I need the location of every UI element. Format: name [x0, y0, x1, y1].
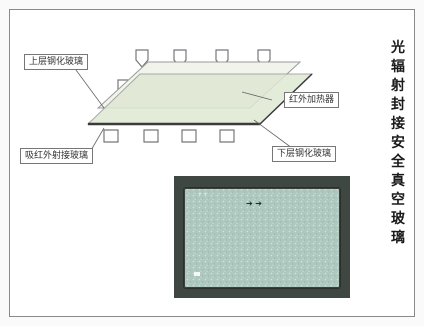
glass-assembly	[86, 61, 314, 126]
title-char: 璃	[391, 230, 405, 246]
ir-absorbing-glass-label: 吸红外射接玻璃	[20, 148, 94, 164]
title-char: 真	[391, 173, 405, 189]
photo-arrows: ➔ ➔	[246, 199, 262, 208]
title-char: 封	[391, 97, 405, 113]
vacuum-glass-photo: • • ➔ ➔	[174, 176, 350, 298]
title-char: 接	[391, 116, 405, 132]
title-char: 射	[391, 78, 405, 94]
title-char: 辐	[391, 59, 405, 75]
title-char: 安	[391, 135, 405, 151]
title-char: 光	[391, 40, 405, 56]
title-char: 全	[391, 154, 405, 170]
upper-glass-label: 上层钢化玻璃	[24, 54, 89, 70]
ir-heater-label: 红外加热器	[284, 92, 340, 108]
title-char: 空	[391, 192, 405, 208]
lower-heater-row	[103, 129, 235, 143]
title-char: 玻	[391, 211, 405, 227]
lower-glass-label: 下层钢化玻璃	[272, 146, 337, 162]
vertical-title: 光 辐 射 封 接 安 全 真 空 玻 璃	[390, 40, 406, 247]
photo-dots: • •	[198, 191, 207, 198]
